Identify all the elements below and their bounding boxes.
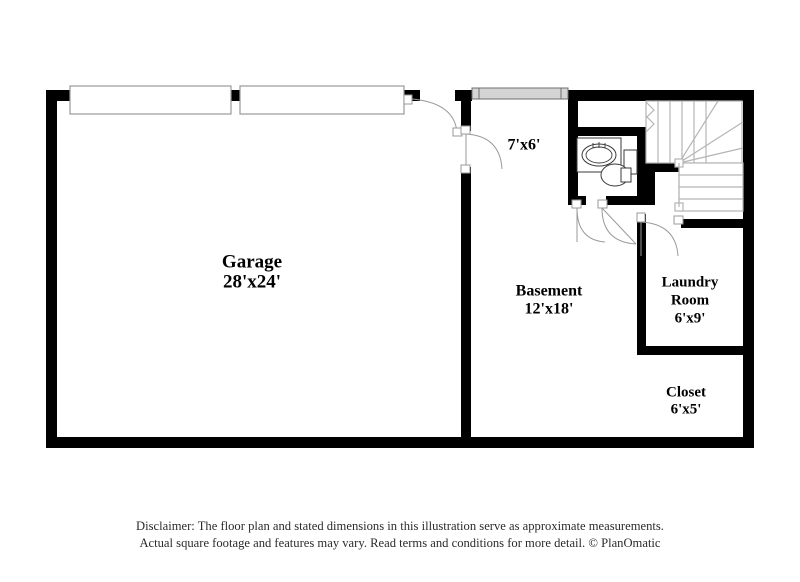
door-bath-inner: [571, 199, 606, 243]
label-basement-dimensions: 12'x18': [525, 301, 574, 318]
door-laundry: [636, 212, 684, 257]
label-closet-dimensions: 6'x5': [671, 401, 702, 417]
door-garage-to-basement: [403, 94, 463, 137]
label-garage-dimensions: 28'x24': [223, 271, 281, 292]
overhead-garage-door: [69, 85, 405, 115]
disclaimer-line-1: Disclaimer: The floor plan and stated di…: [136, 519, 664, 533]
door-bath-entry: [460, 125, 503, 174]
room-labels: Garage 28'x24' 7'x6' Basement 12'x18' La…: [222, 137, 719, 418]
interior-walls: [461, 101, 743, 442]
label-basement-name: Basement: [516, 283, 583, 300]
bathroom-sink: [576, 137, 622, 173]
staircase-winder: [645, 100, 744, 212]
basement-window: [471, 87, 569, 100]
label-bathroom-dimensions: 7'x6': [508, 137, 541, 154]
disclaimer-line-2: Actual square footage and features may v…: [139, 536, 661, 550]
label-laundry-name-line1: Laundry: [662, 274, 719, 290]
door-stair-access: [597, 199, 637, 245]
label-closet-name: Closet: [666, 384, 706, 400]
disclaimer: Disclaimer: The floor plan and stated di…: [0, 518, 800, 552]
label-laundry-name-line2: Room: [671, 292, 710, 308]
bathroom-toilet: [600, 149, 638, 187]
label-garage-name: Garage: [222, 251, 282, 272]
label-laundry-dimensions: 6'x9': [675, 310, 706, 326]
